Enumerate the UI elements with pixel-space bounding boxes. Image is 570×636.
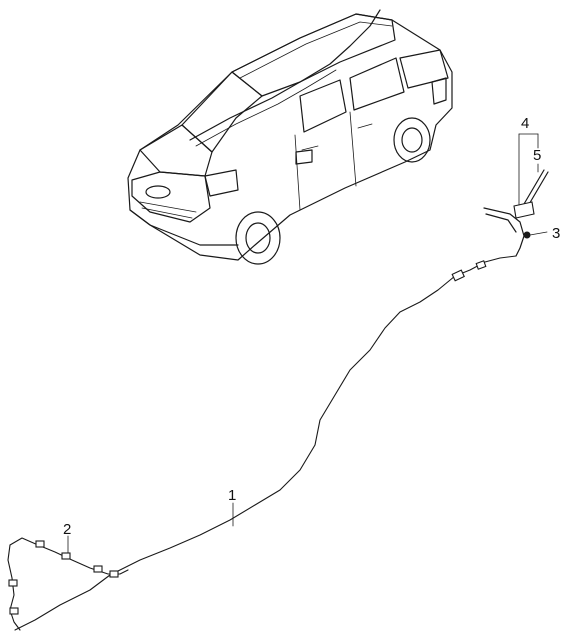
callout-1: 1: [228, 487, 236, 504]
callout-3: 3: [552, 225, 560, 242]
callout-4: 4: [521, 115, 529, 132]
callout-2: 2: [63, 521, 71, 538]
callout-5: 5: [533, 147, 541, 164]
feeder-cable: [14, 255, 517, 631]
antenna-assembly: [483, 169, 549, 257]
leader-lines: [67, 133, 548, 554]
pigtail-harness: [7, 537, 129, 631]
vehicle-illustration: [127, 9, 453, 265]
